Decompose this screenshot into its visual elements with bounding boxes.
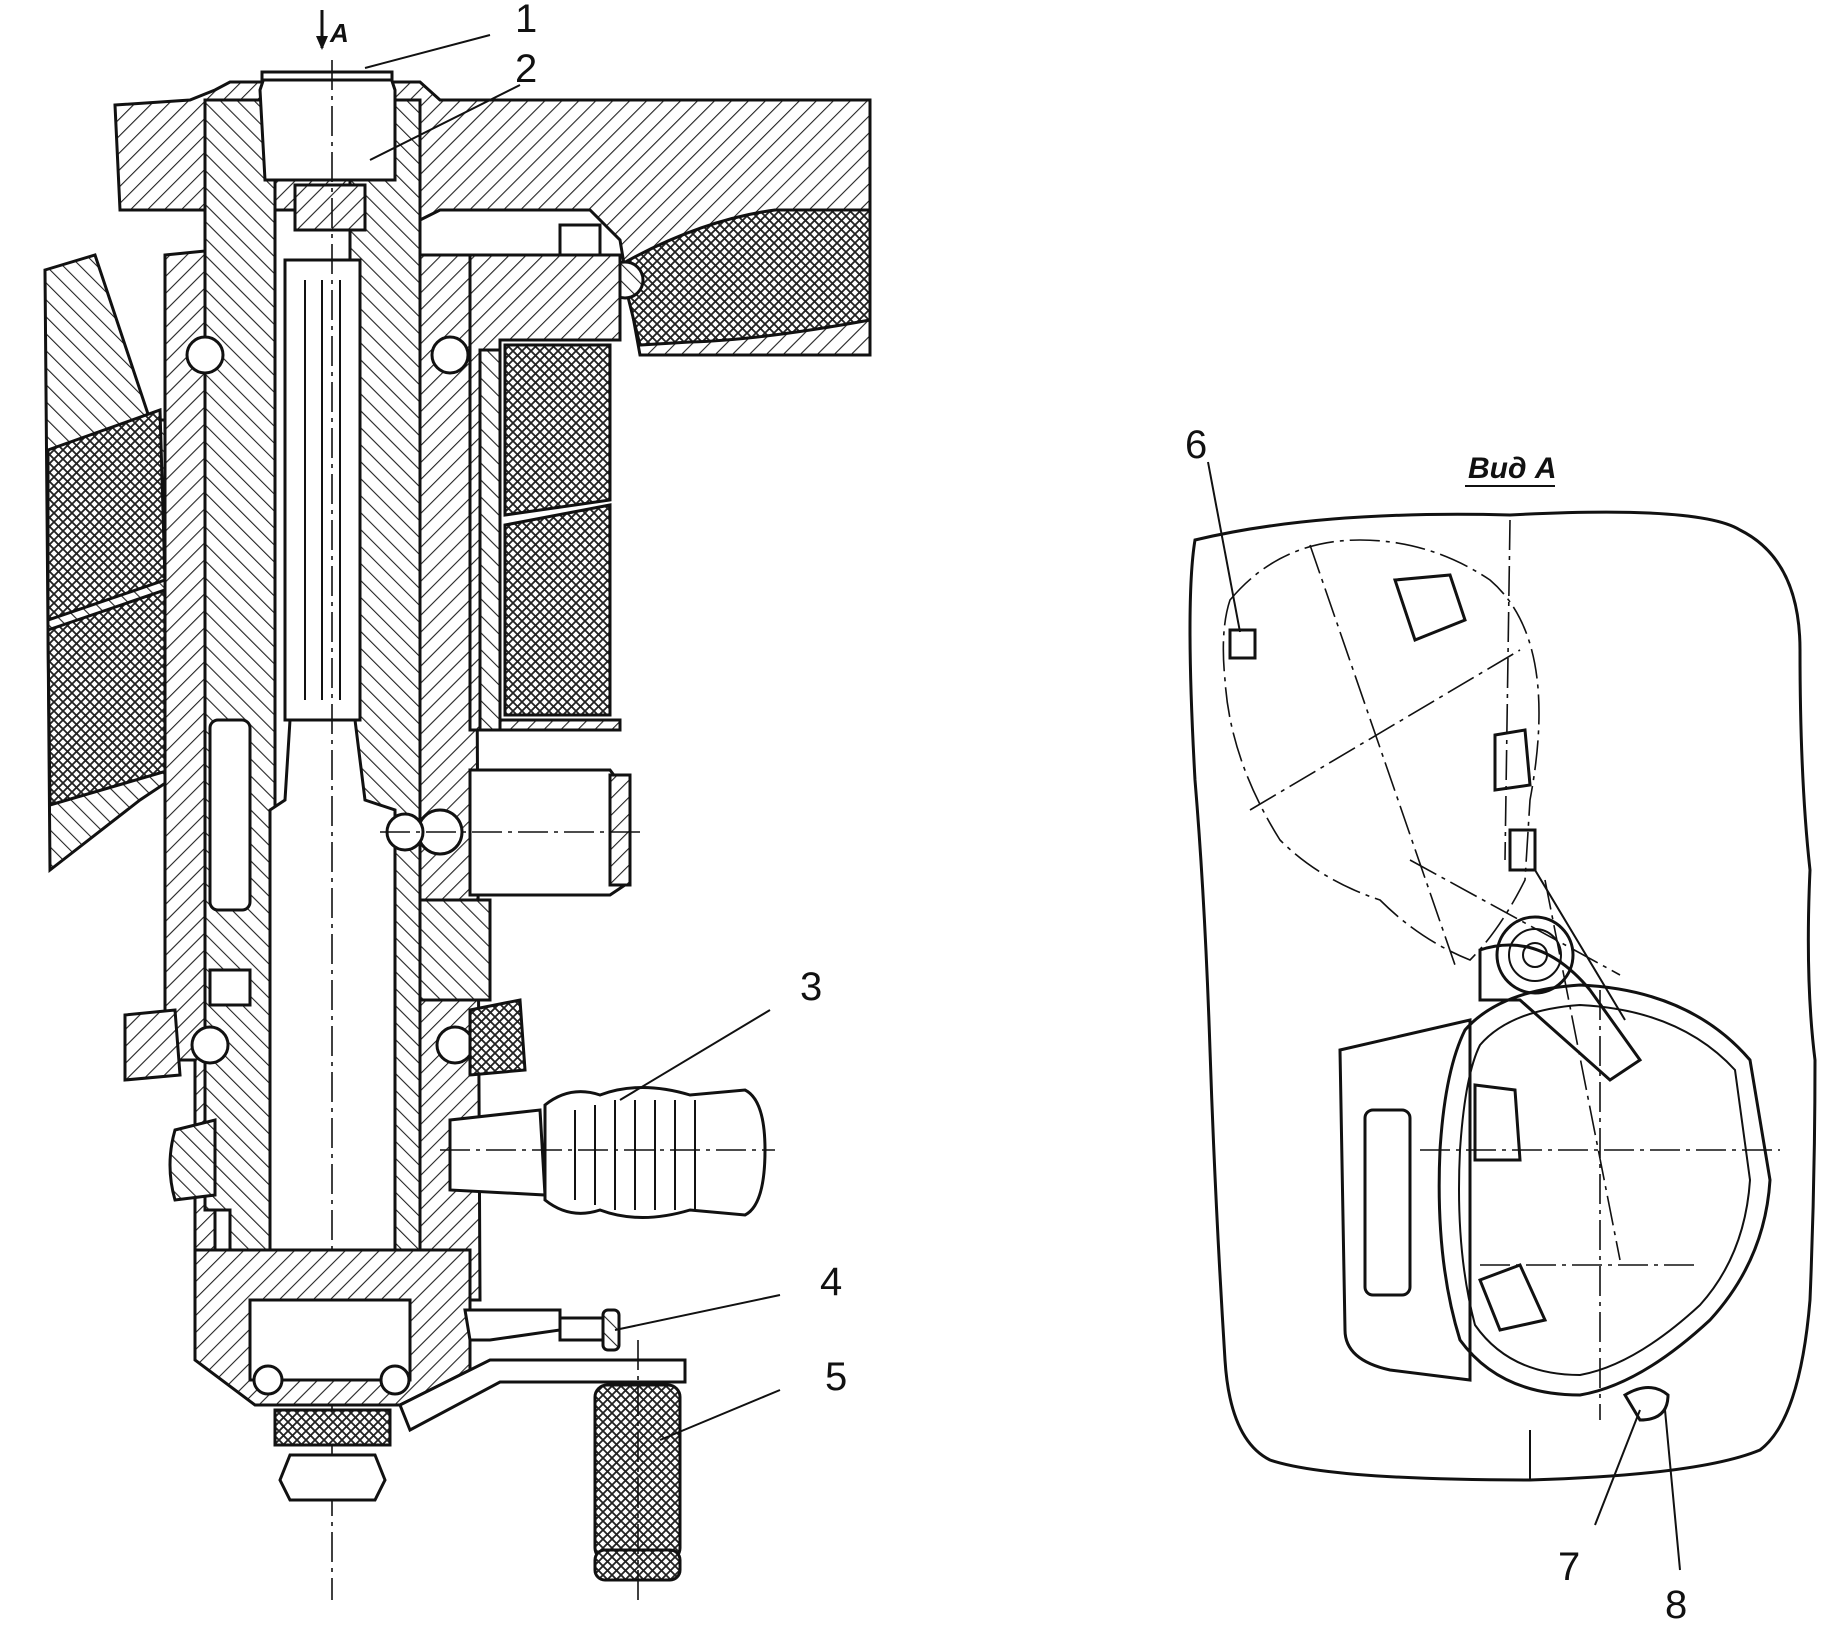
gear-block-lower [503,503,612,717]
bed-insert [618,208,872,347]
knob-5 [593,1340,682,1600]
lower-pocket [1437,983,1772,1397]
ball-2 [430,335,470,375]
handle-3 [440,1086,775,1219]
pivot-outer [1495,915,1575,995]
lever-plate [463,1308,562,1342]
screw-4 [558,1308,621,1352]
callout-1: 1 [515,0,537,41]
handle-stem [448,1108,547,1197]
right-screw-block [468,998,527,1077]
callout-7: 7 [1558,1545,1580,1589]
middle-collar [418,898,492,1002]
bottom-nut [278,1453,387,1502]
section-arrow-icon [316,10,328,50]
boss-slot [1363,1108,1412,1297]
cam-2 [1493,728,1532,792]
fitting-6 [1228,628,1257,660]
ball-1 [185,335,225,375]
quill-left-wall [203,98,277,1272]
view-a: Вид А [1188,452,1817,1571]
cam-1 [1392,573,1467,642]
callout-5: 5 [825,1355,847,1399]
boss [1338,1018,1472,1382]
left-housing-insert-lower [46,587,172,807]
stop-block [1508,828,1537,872]
left-small-block [208,968,252,1007]
worm-cap [608,773,632,887]
lever-arm-view [1478,943,1643,1082]
upper-pocket [1222,539,1540,961]
lever-arm [398,1358,687,1433]
gear-block [503,343,612,517]
gear-frame [478,348,502,732]
spindle-cap-top [260,70,394,82]
bottom-washer [273,1408,392,1447]
callout-2: 2 [515,47,537,91]
view-a-outline [1188,510,1817,1482]
lower-pocket-inner [1458,1003,1752,1377]
callout-8: 8 [1665,1583,1687,1627]
view-title: Вид А [1468,452,1557,485]
left-cam [168,1118,217,1202]
left-slot [208,718,252,912]
cam-4 [1478,1263,1548,1332]
ball-3 [190,1025,230,1065]
cam-3 [1473,1083,1522,1162]
section-arrow-label: A [329,18,349,48]
sectional-view: A [43,10,872,1600]
spindle-cap [258,73,397,182]
left-screw-block [123,1008,182,1082]
pivot-mid [1508,928,1562,982]
callout-3: 3 [800,965,822,1009]
spindle-plug [293,183,367,232]
ball-4 [435,1025,475,1065]
callout-4: 4 [820,1260,842,1304]
callout-6: 6 [1185,423,1207,467]
lever-line [1534,869,1626,1021]
pivot-inner [1522,942,1548,968]
fitting-7-8 [1622,1386,1670,1422]
